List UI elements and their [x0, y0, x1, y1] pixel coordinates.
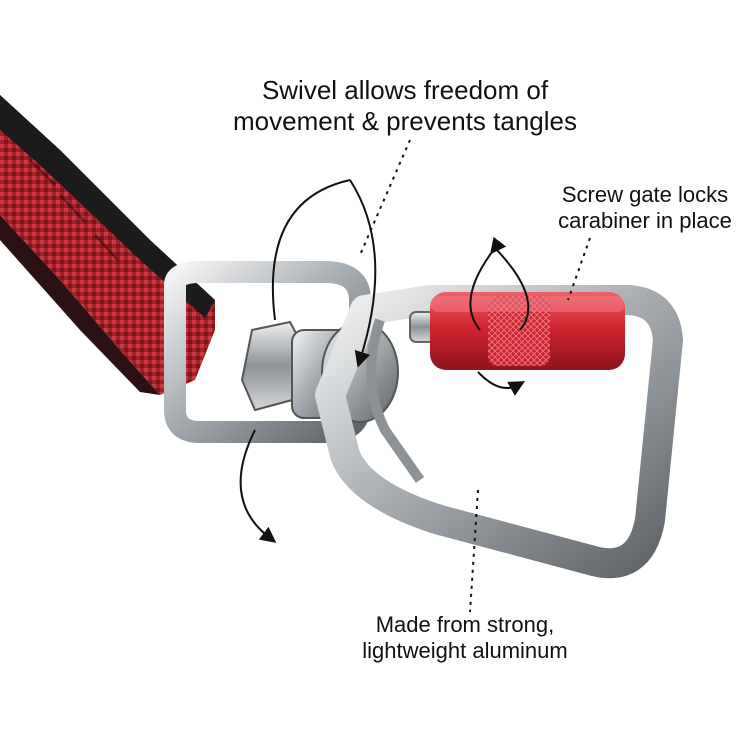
- material-annotation-line1: Made from strong,: [375, 612, 555, 637]
- carabiner-body: [315, 285, 683, 579]
- swivel-rotation-arrow: [239, 179, 377, 543]
- swivel-annotation-line1: Swivel allows freedom of: [261, 75, 549, 105]
- screw-gate: [409, 292, 625, 370]
- swivel-annotation: Swivel allows freedom of movement & prev…: [210, 75, 600, 136]
- material-annotation-line2: lightweight aluminum: [362, 637, 568, 663]
- screw-gate-annotation-line2: carabiner in place: [558, 207, 732, 233]
- screw-gate-annotation-line1: Screw gate locks: [561, 182, 729, 207]
- leader-lines: [359, 139, 591, 613]
- material-annotation: Made from strong, lightweight aluminum: [330, 612, 600, 664]
- screw-gate-annotation: Screw gate locks carabiner in place: [540, 182, 750, 234]
- swivel-annotation-line2: movement & prevents tangles: [233, 105, 577, 136]
- gate-rotation-arrow: [469, 236, 530, 396]
- strap: [0, 95, 215, 395]
